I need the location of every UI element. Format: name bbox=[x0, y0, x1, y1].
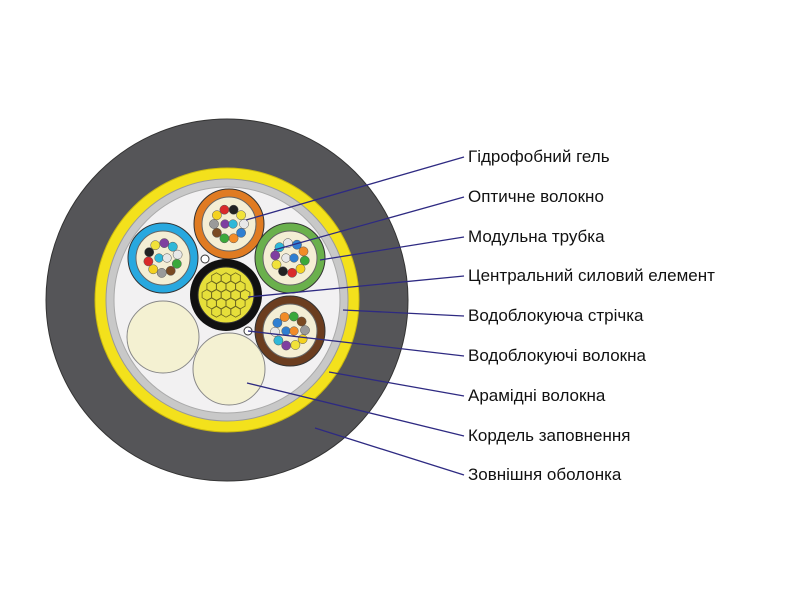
leader-loose-tube bbox=[319, 236, 465, 261]
optical-fiber bbox=[287, 267, 297, 278]
optical-fiber bbox=[296, 316, 307, 327]
label-filler-cord: Кордель заповнення bbox=[468, 426, 631, 445]
optical-fiber bbox=[239, 219, 249, 229]
optical-fiber bbox=[236, 227, 246, 238]
leader-water-blocking-yarns bbox=[247, 330, 465, 357]
optical-fiber bbox=[165, 265, 176, 276]
label-central-strength-member: Центральний силовий елемент bbox=[468, 266, 715, 285]
optical-fiber bbox=[150, 240, 161, 251]
label-outer-sheath: Зовнішня оболонка bbox=[468, 465, 622, 484]
optical-fiber bbox=[167, 241, 178, 252]
water-blocking-yarn-1 bbox=[200, 254, 210, 264]
optical-fiber bbox=[300, 325, 310, 336]
optical-fiber bbox=[281, 326, 291, 336]
optical-fiber bbox=[220, 219, 230, 229]
optical-fiber bbox=[144, 247, 155, 258]
loose-tube-brown bbox=[254, 295, 326, 367]
optical-fiber bbox=[288, 311, 299, 322]
optical-fiber bbox=[272, 318, 283, 328]
label-hydrophobic-gel: Гідрофобний гель bbox=[468, 147, 610, 166]
optical-fiber bbox=[271, 259, 282, 270]
optical-fiber bbox=[289, 326, 299, 336]
leader-optical-fiber bbox=[273, 196, 465, 251]
optical-fiber bbox=[228, 233, 239, 244]
leader-filler-cord bbox=[246, 382, 465, 437]
label-loose-tube: Модульна трубка bbox=[468, 227, 605, 246]
filler-cord-2 bbox=[192, 332, 266, 406]
optical-fiber bbox=[209, 219, 219, 229]
leader-hydrophobic-gel bbox=[245, 156, 465, 221]
optical-fiber bbox=[295, 263, 306, 274]
label-water-blocking-tape: Водоблокуюча стрічка bbox=[468, 306, 644, 325]
optical-fiber bbox=[281, 253, 291, 263]
central-strength-member bbox=[190, 259, 262, 331]
optical-fiber bbox=[212, 227, 222, 238]
optical-fiber bbox=[299, 255, 310, 266]
loose-tube-orange bbox=[193, 188, 265, 260]
optical-fiber bbox=[228, 219, 238, 229]
optical-fiber bbox=[143, 256, 154, 267]
leader-central-member bbox=[247, 275, 465, 298]
leader-aramid-yarns bbox=[328, 371, 465, 397]
optical-fiber bbox=[297, 334, 308, 344]
filler-cord-1 bbox=[126, 300, 200, 374]
optical-fiber bbox=[159, 238, 170, 248]
optical-fiber bbox=[236, 210, 246, 221]
optical-fiber bbox=[298, 246, 309, 257]
leader-water-blocking-tape bbox=[342, 309, 465, 317]
optical-fiber bbox=[228, 204, 239, 215]
loose-tube-blue bbox=[127, 222, 199, 294]
optical-fiber bbox=[156, 268, 167, 278]
optical-fiber bbox=[154, 253, 164, 263]
label-aramid-yarns: Арамідні волокна bbox=[468, 386, 606, 405]
optical-fiber bbox=[212, 210, 222, 221]
optical-fiber bbox=[281, 340, 292, 351]
optical-fiber bbox=[273, 335, 284, 346]
optical-fiber bbox=[172, 249, 183, 260]
label-optical-fiber: Оптичне волокно bbox=[468, 187, 604, 206]
optical-fiber bbox=[279, 312, 290, 322]
optical-fiber bbox=[270, 250, 281, 261]
optical-fiber bbox=[162, 253, 172, 263]
optical-fiber bbox=[289, 253, 299, 263]
optical-fiber bbox=[148, 264, 159, 275]
optical-fiber bbox=[278, 266, 288, 277]
loose-tube-green bbox=[254, 222, 326, 294]
leader-outer-sheath bbox=[314, 427, 465, 476]
label-water-blocking-yarns: Водоблокуючі волокна bbox=[468, 346, 646, 365]
optical-fiber bbox=[219, 233, 230, 244]
optical-fiber bbox=[219, 204, 230, 215]
